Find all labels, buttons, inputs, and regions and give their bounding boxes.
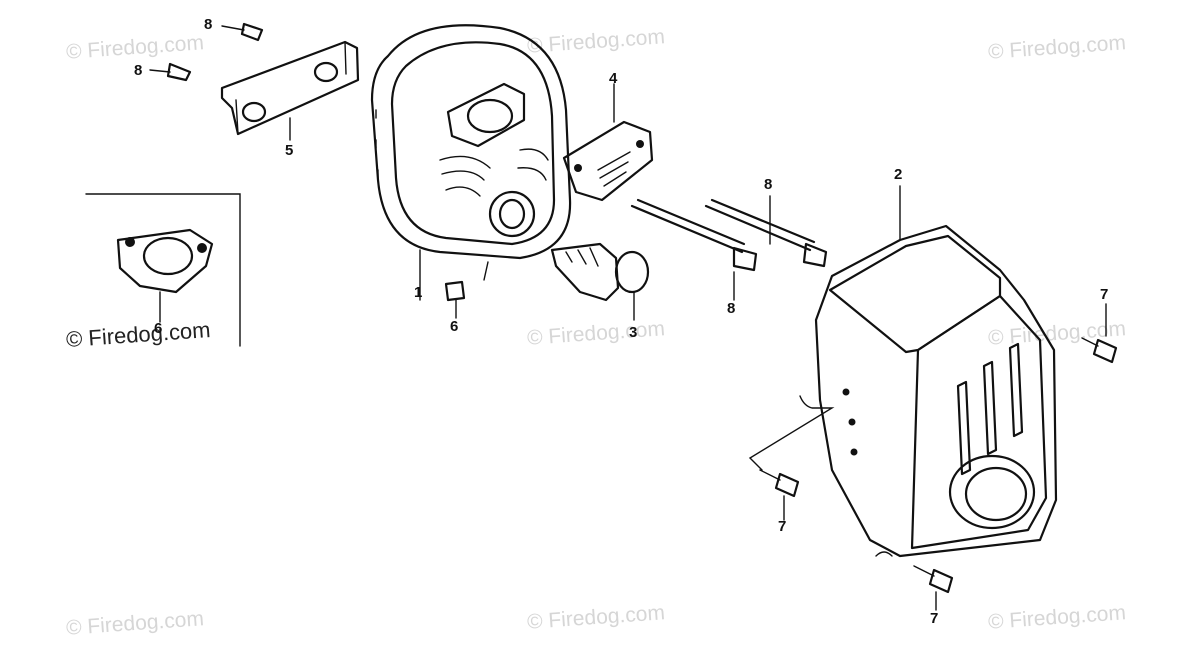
callout-gasket: 6: [154, 320, 163, 337]
callout-stay: 5: [285, 142, 294, 159]
stud-bolt-upper: [149, 22, 264, 82]
callout-plate: 4: [609, 70, 618, 87]
muffler-nut: [444, 280, 466, 319]
callout-arrester: 3: [629, 324, 638, 341]
callout-stud-long-upper: 8: [764, 176, 773, 193]
spark-arrester: [550, 242, 650, 321]
callout-stud-left: 8: [134, 62, 143, 79]
muffler-protector: [748, 185, 1058, 558]
callout-bolt-left: 7: [778, 518, 787, 535]
callout-bolt-bottom: 7: [930, 610, 939, 627]
callout-nut: 6: [450, 318, 459, 335]
callout-protector: 2: [894, 166, 903, 183]
long-stud-bolts: [630, 195, 828, 301]
callout-stud-long-lower: 8: [727, 300, 736, 317]
callout-bolt-right: 7: [1100, 286, 1109, 303]
arrester-plate: [562, 83, 654, 202]
muffler-gasket-inset: [85, 193, 241, 347]
muffler-body: [370, 24, 572, 301]
muffler-stay-bracket: [220, 40, 360, 141]
protector-bolts: [759, 303, 1118, 611]
callout-muffler: 1: [414, 284, 423, 301]
callout-stud-top: 8: [204, 16, 213, 33]
